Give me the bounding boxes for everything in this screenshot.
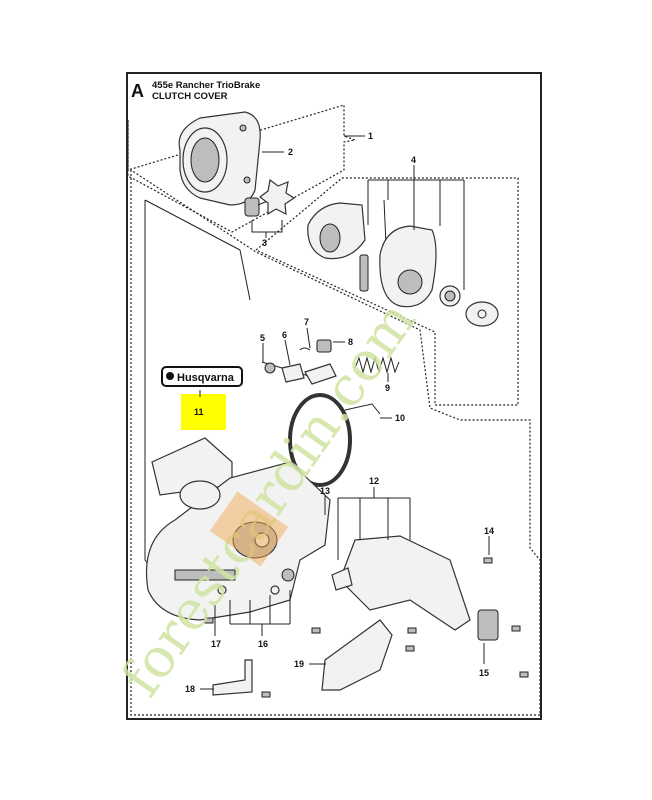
decal-brand-text: Husqvarna: [177, 372, 235, 384]
tension-spring-part: [354, 356, 400, 374]
callout-13: 13: [320, 486, 330, 496]
callout-15: 15: [479, 668, 489, 678]
callout-7: 7: [304, 317, 309, 327]
section-letter: A: [131, 81, 144, 101]
callout-2: 2: [288, 147, 293, 157]
callout-19: 19: [294, 659, 304, 669]
callout-16: 16: [258, 639, 268, 649]
callout-17: 17: [211, 639, 221, 649]
callout-5: 5: [260, 333, 265, 343]
callout-12: 12: [369, 476, 379, 486]
bracket-part: [212, 659, 253, 696]
callout-9: 9: [385, 383, 390, 393]
callout-18: 18: [185, 684, 195, 694]
cover-housing-part: [178, 111, 261, 206]
diagram-frame: [126, 72, 542, 720]
adjuster-hardware-part: [261, 339, 337, 385]
callout-11: 11: [194, 407, 204, 417]
leader-lines: [199, 135, 490, 690]
clutch-group-outline: [255, 177, 519, 406]
lower-assembly-outline: [130, 169, 541, 716]
diagram-title: 455e Rancher TrioBrake: [152, 80, 261, 91]
callout-4: 4: [411, 155, 416, 165]
callout-10: 10: [395, 413, 405, 423]
cover-group-outline: [127, 104, 358, 233]
diagram-subtitle: CLUTCH COVER: [152, 91, 228, 102]
callout-6: 6: [282, 330, 287, 340]
callout-14: 14: [484, 526, 494, 536]
clutch-assembly-part: [307, 199, 499, 327]
clutch-cover-body: [145, 461, 331, 621]
husqvarna-decal: Husqvarna: [151, 366, 243, 496]
sprocket-part: [244, 178, 296, 217]
callout-1: 1: [368, 131, 373, 141]
callout-labels: 1 2 3 4 5 6 7 8 9 10 11 12 13 14 15 16 1…: [185, 131, 494, 694]
callout-3: 3: [262, 238, 267, 248]
callout-8: 8: [348, 337, 353, 347]
brake-band-part: [288, 393, 381, 487]
deflector-plate-part: [321, 619, 393, 691]
chain-guard-part: [331, 535, 499, 641]
screws: [204, 557, 529, 698]
